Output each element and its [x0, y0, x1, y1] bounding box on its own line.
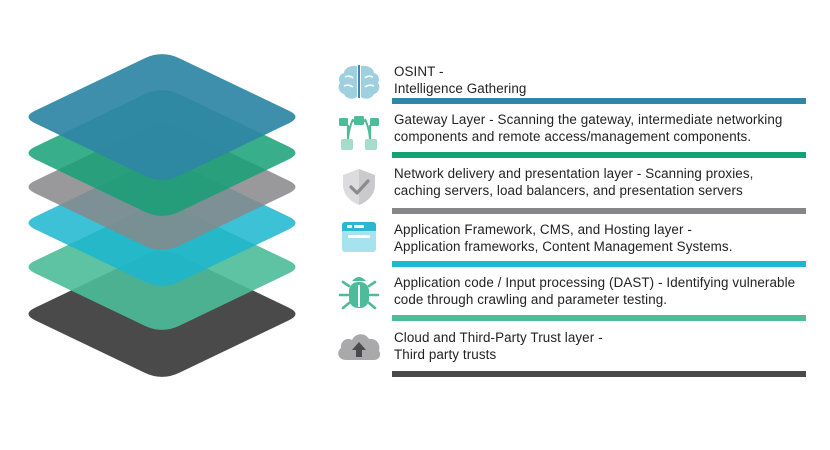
- layer-plate-osint: [28, 54, 296, 180]
- layer-description: Application Framework, CMS, and Hosting …: [394, 222, 810, 255]
- layer-description-line: caching servers, load balancers, and pre…: [394, 182, 743, 198]
- layer-color-bar: [392, 208, 806, 214]
- layer-description-line: Cloud and Third-Party Trust layer -: [394, 330, 603, 345]
- layer-description-line: OSINT -: [394, 64, 444, 79]
- layer-description-line: Intelligence Gathering: [394, 80, 527, 96]
- layer-description-line: Third party trusts: [394, 346, 497, 362]
- bug-icon: [334, 272, 384, 312]
- cloud-upload-icon: [334, 326, 384, 366]
- layer-description-line: Network delivery and presentation layer …: [394, 166, 754, 181]
- layer-description-line: Gateway Layer - Scanning the gateway, in…: [394, 112, 783, 127]
- network-nodes-icon: [334, 114, 384, 154]
- layer-color-bar: [392, 98, 806, 104]
- layer-description: Network delivery and presentation layer …: [394, 166, 810, 199]
- layer-stack-diagram: [28, 54, 296, 377]
- layer-color-bar: [392, 261, 806, 267]
- layer-description-line: Application frameworks, Content Manageme…: [394, 238, 733, 254]
- layer-description: Gateway Layer - Scanning the gateway, in…: [394, 112, 810, 145]
- layer-description-line: Application Framework, CMS, and Hosting …: [394, 222, 692, 237]
- shield-check-icon: [334, 167, 384, 207]
- layer-description: Cloud and Third-Party Trust layer -Third…: [394, 330, 810, 363]
- layer-description: Application code / Input processing (DAS…: [394, 275, 810, 308]
- layer-color-bar: [392, 371, 806, 377]
- brain-icon: [334, 62, 384, 102]
- browser-window-icon: [334, 218, 384, 258]
- layer-description-line: Application code / Input processing (DAS…: [394, 275, 796, 290]
- layer-color-bar: [392, 152, 806, 158]
- layer-description: OSINT -Intelligence Gathering: [394, 64, 810, 97]
- layer-color-bar: [392, 315, 806, 321]
- layer-description-line: components and remote access/management …: [394, 128, 752, 144]
- layer-description-line: code through crawling and parameter test…: [394, 291, 668, 307]
